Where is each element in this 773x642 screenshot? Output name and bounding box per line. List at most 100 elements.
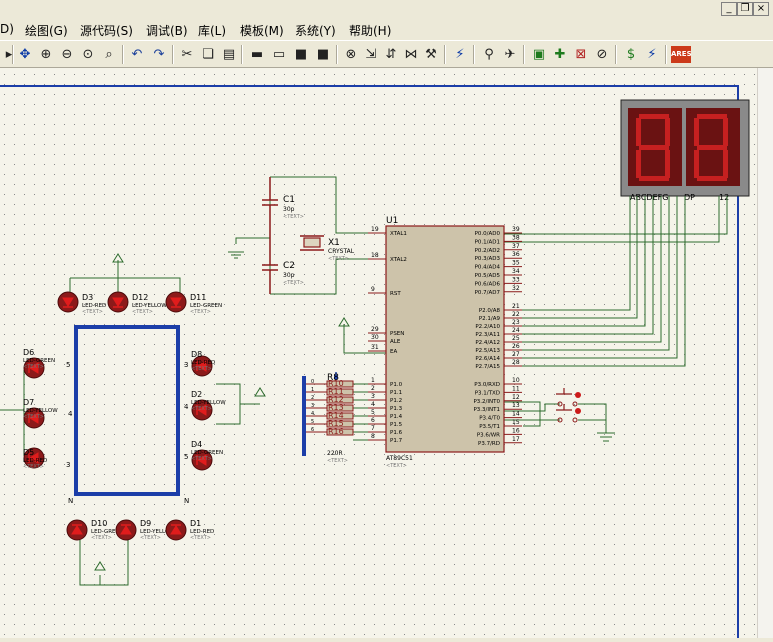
menu-item-partial[interactable]: D) xyxy=(0,22,14,36)
packaging-tool-icon[interactable]: ⇵ xyxy=(385,47,397,62)
mcu-pin-number: 21 xyxy=(512,303,520,310)
schematic-editing-window[interactable]: ABCDEFG DP 12 C1 xyxy=(0,68,773,638)
wire-autorouter-icon[interactable]: ⚒ xyxy=(425,47,437,62)
decompose-icon[interactable]: ⋈ xyxy=(404,47,418,62)
block-rotate-icon[interactable]: ■ xyxy=(294,47,308,62)
mcu-pin-name: P3.4/T0 xyxy=(479,416,500,422)
led-text: <TEXT> xyxy=(140,535,161,541)
block-copy-icon[interactable]: ▬ xyxy=(250,47,264,62)
menu-item-debug[interactable]: 调试(B) xyxy=(146,24,188,38)
resistor-label: R16 xyxy=(328,427,344,436)
zoom-out-icon[interactable]: ⊖ xyxy=(61,47,73,62)
mcu-pin-number: 8 xyxy=(371,433,375,440)
mcu-pin-number: 39 xyxy=(512,226,520,233)
seven-segment-display[interactable]: ABCDEFG DP 12 xyxy=(620,99,750,202)
title-bar: _ ❐ × xyxy=(0,0,773,18)
mcu-text: <TEXT> xyxy=(386,463,407,469)
zoom-in-icon[interactable]: ⊕ xyxy=(40,47,52,62)
c1-value: 30p xyxy=(283,206,295,213)
mcu-pin-number: 31 xyxy=(371,344,379,351)
new-sheet-icon[interactable]: ▣ xyxy=(532,47,546,62)
mcu-pin-number: 7 xyxy=(371,425,375,432)
led-text: <TEXT> xyxy=(23,364,44,370)
mcu-pin-name: P1.5 xyxy=(390,422,403,428)
mcu-pin-name: RST xyxy=(390,291,401,297)
pick-device-icon[interactable]: ⊗ xyxy=(345,47,357,62)
toolbar-separator xyxy=(241,45,243,64)
redo-icon[interactable]: ↷ xyxy=(153,47,165,62)
mcu-pin-number: 13 xyxy=(512,402,520,409)
mcu-pin-name: P2.1/A9 xyxy=(479,316,501,322)
undo-icon[interactable]: ↶ xyxy=(131,47,143,62)
menu-item-help[interactable]: 帮助(H) xyxy=(349,24,392,38)
power-terminals[interactable] xyxy=(94,253,350,571)
svg-text:4: 4 xyxy=(184,403,189,411)
zoom-all-icon[interactable]: ⊙ xyxy=(82,47,94,62)
menu-item-source[interactable]: 源代码(S) xyxy=(80,24,133,38)
arrow-stub-icon[interactable]: ▸ xyxy=(5,47,13,62)
mcu-pin-number: 24 xyxy=(512,327,520,334)
minimize-button[interactable]: _ xyxy=(721,2,737,16)
mcu-pin-number: 17 xyxy=(512,436,520,443)
remove-sheet-icon[interactable]: ✚ xyxy=(554,47,566,62)
paste-icon[interactable]: ▤ xyxy=(222,47,236,62)
mcu-pin-number: 29 xyxy=(371,326,379,333)
search-tag-icon[interactable]: ⚡ xyxy=(455,47,465,62)
block-move-icon[interactable]: ▭ xyxy=(272,47,286,62)
cut-icon[interactable]: ✂ xyxy=(181,47,193,62)
close-button[interactable]: × xyxy=(753,2,769,16)
restore-button[interactable]: ❐ xyxy=(737,2,753,16)
mcu-pin-name: P2.7/A15 xyxy=(475,364,500,370)
mcu-pin-number: 3 xyxy=(371,393,375,400)
mcu-at89c51[interactable]: U1 AT89C51 <TEXT> 19XTAL118XTAL29RST29PS… xyxy=(368,216,522,469)
bill-of-materials-icon[interactable]: ⊘ xyxy=(596,47,608,62)
netlist-to-ares-icon[interactable]: ARES xyxy=(671,46,692,63)
property-assignment-icon[interactable]: ⚲ xyxy=(484,47,494,62)
capacitor-c1[interactable]: C1 30p <TEXT> xyxy=(262,177,304,238)
svg-text:5: 5 xyxy=(66,361,70,369)
menu-item-graph[interactable]: 绘图(G) xyxy=(25,24,68,38)
exit-to-parent-icon[interactable]: ⊠ xyxy=(575,47,587,62)
mcu-pin-name: P3.1/TXD xyxy=(475,390,500,396)
mcu-pin-number: 16 xyxy=(512,427,520,434)
block-delete-icon[interactable]: ■ xyxy=(316,47,330,62)
mcu-pin-number: 14 xyxy=(512,411,520,418)
mcu-pin-name: P1.7 xyxy=(390,438,403,444)
r8-ref: R8 xyxy=(327,373,339,383)
mcu-pin-name: P0.7/AD7 xyxy=(475,290,501,296)
port-bit-label: 1 xyxy=(311,387,314,393)
toolbar-separator xyxy=(336,45,338,64)
push-buttons[interactable] xyxy=(556,388,581,423)
capacitor-c2[interactable]: C2 30p <TEXT> xyxy=(262,238,304,294)
electrical-rule-check-icon[interactable]: $ xyxy=(626,47,636,62)
make-device-icon[interactable]: ⇲ xyxy=(365,47,377,62)
copy-icon[interactable]: ❏ xyxy=(202,47,214,62)
menu-item-template[interactable]: 模板(M) xyxy=(240,24,284,38)
led-value: LED-YELLOW xyxy=(191,400,226,406)
led-text: <TEXT> xyxy=(82,309,103,315)
zoom-area-icon[interactable]: ⌕ xyxy=(105,47,113,62)
crystal-x1[interactable]: X1 CRYSTAL <TEXT> xyxy=(300,235,355,262)
x1-ref: X1 xyxy=(328,238,340,248)
mcu-pin-name: ALE xyxy=(390,339,401,345)
menu-item-library[interactable]: 库(L) xyxy=(198,24,227,38)
cursor-cross-icon[interactable]: ✥ xyxy=(19,47,31,62)
design-explorer-icon[interactable]: ✈ xyxy=(504,47,516,62)
netlist-icon[interactable]: ⚡ xyxy=(647,47,657,62)
vertical-scrollbar[interactable] xyxy=(757,68,773,638)
led-text: <TEXT> xyxy=(191,366,212,372)
menu-item-system[interactable]: 系统(Y) xyxy=(295,24,336,38)
